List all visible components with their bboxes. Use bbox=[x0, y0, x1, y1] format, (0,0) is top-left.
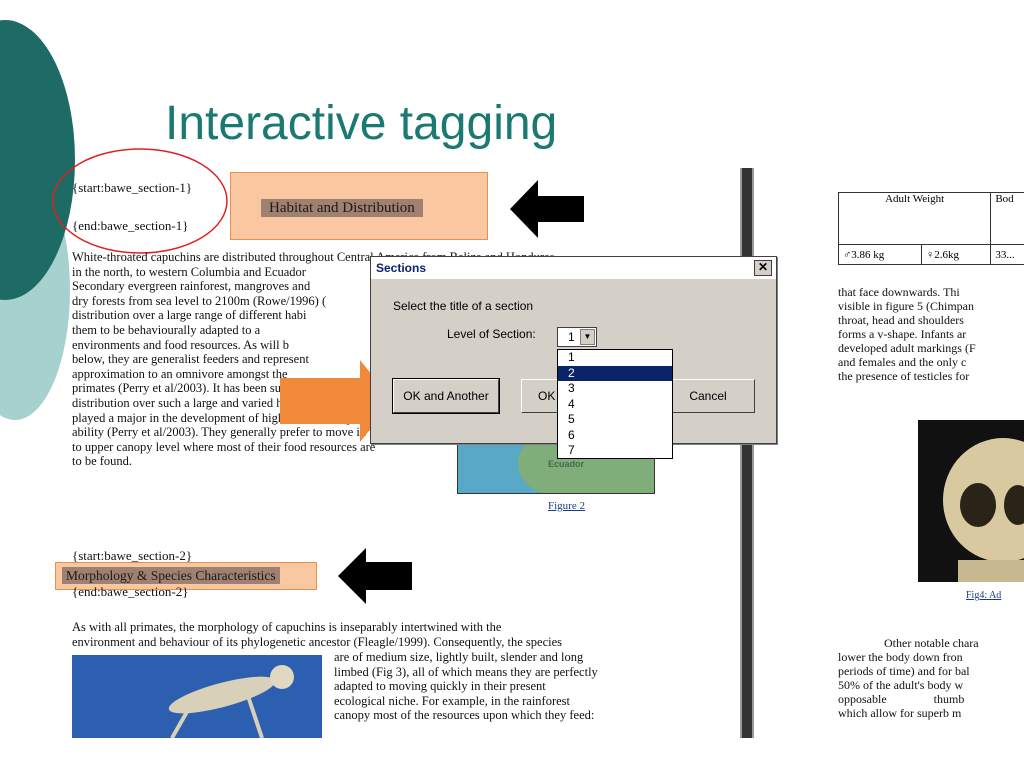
para1-line: below, they are generalist feeders and r… bbox=[72, 352, 309, 367]
dropdown-option-selected[interactable]: 2 bbox=[558, 365, 672, 381]
para2b-line: canopy most of the resources upon which … bbox=[334, 708, 595, 723]
para1-line: ability (Perry et al/2003). They general… bbox=[72, 425, 404, 440]
right-line: which allow for superb m bbox=[838, 706, 962, 720]
para2b-line: ecological niche. For example, in the ra… bbox=[334, 693, 571, 708]
paragraph-1: White-throated capuchins are distributed… bbox=[72, 250, 652, 469]
para1-line: approximation to an omnivore amongst the bbox=[72, 366, 288, 381]
para2-line: environment and behaviour of its phyloge… bbox=[72, 634, 563, 649]
heading-1-highlight: Habitat and Distribution bbox=[230, 172, 488, 240]
para1-line: to upper canopy level where most of thei… bbox=[72, 439, 376, 454]
para1-line: them to be behaviourally adapted to a bbox=[72, 322, 261, 337]
para2b-line: adapted to moving quickly in their prese… bbox=[334, 679, 546, 694]
para1-line: dry forests from sea level to 2100m (Row… bbox=[72, 293, 327, 308]
table-header: Adult Weight bbox=[837, 192, 992, 245]
level-label: Level of Section: bbox=[447, 327, 536, 341]
right-line: and females and the only c bbox=[838, 355, 967, 369]
dropdown-option[interactable]: 6 bbox=[568, 427, 575, 442]
paragraph-2b: are of medium size, lightly built, slend… bbox=[334, 650, 659, 723]
paragraph-2: As with all primates, the morphology of … bbox=[72, 620, 662, 649]
table-cell: ♀2.6kg bbox=[920, 244, 992, 265]
red-circle-annotation bbox=[52, 148, 228, 254]
arrow-left-icon bbox=[510, 180, 584, 238]
right-line: 50% of the adult's body w bbox=[838, 678, 964, 692]
dropdown-option[interactable]: 5 bbox=[568, 412, 575, 426]
para2-line: As with all primates, the morphology of … bbox=[72, 620, 502, 634]
level-dropdown-list[interactable]: 1 2 3 4 5 6 7 bbox=[557, 349, 673, 459]
slide-title: Interactive tagging bbox=[165, 97, 558, 150]
tag-end-section-1: {end:bawe_section-1} bbox=[72, 218, 189, 233]
level-select-value: 1 bbox=[568, 330, 575, 344]
right-line: lower the body down fron bbox=[838, 650, 963, 664]
weight-table: Adult Weight Bod ♂3.86 kg ♀2.6kg 33... bbox=[837, 192, 1024, 265]
dropdown-option[interactable]: 7 bbox=[568, 443, 575, 457]
figure-2-caption: Figure 2 bbox=[548, 500, 585, 512]
dialog-prompt: Select the title of a section bbox=[393, 299, 534, 313]
figure-4-skull-image bbox=[918, 420, 1024, 582]
figure-3-image bbox=[72, 655, 322, 738]
dropdown-option[interactable]: 1 bbox=[568, 350, 575, 364]
right-line: opposable thumb bbox=[838, 692, 965, 706]
para2b-line: limbed (Fig 3), all of which means they … bbox=[334, 664, 598, 679]
heading-2-highlight: Morphology & Species Characteristics bbox=[55, 562, 317, 590]
para1-line: in the north, to western Columbia and Ec… bbox=[72, 264, 306, 279]
dialog-titlebar: Sections ✕ bbox=[371, 257, 776, 279]
para1-line: Secondary evergreen rainforest, mangrove… bbox=[72, 279, 311, 294]
map-label: Ecuador bbox=[548, 459, 585, 469]
tag-start-section-2: {start:bawe_section-2} bbox=[72, 548, 193, 563]
tag-start-section-1: {start:bawe_section-1} bbox=[72, 180, 193, 195]
right-paragraph-2: Other notable chara lower the body down … bbox=[838, 636, 979, 720]
table-header: Bod bbox=[990, 192, 1024, 245]
para1-line: environments and food resources. As will… bbox=[72, 337, 289, 352]
right-line: visible in figure 5 (Chimpan bbox=[838, 299, 974, 313]
right-paragraph-1: that face downwards. Thi visible in figu… bbox=[838, 285, 976, 383]
dropdown-option[interactable]: 4 bbox=[568, 396, 575, 411]
heading-1: Habitat and Distribution bbox=[261, 199, 423, 217]
right-line: the presence of testicles for bbox=[838, 369, 970, 383]
dropdown-option[interactable]: 3 bbox=[568, 381, 575, 395]
tag-end-section-2: {end:bawe_section-2} bbox=[72, 584, 189, 599]
right-line: developed adult markings (F bbox=[838, 341, 976, 355]
close-icon[interactable]: ✕ bbox=[754, 260, 772, 276]
chevron-down-icon[interactable]: ▼ bbox=[580, 329, 595, 345]
slide-decoration bbox=[0, 20, 75, 420]
para1-line: to be found. bbox=[72, 454, 133, 469]
page-separator bbox=[740, 168, 754, 738]
right-line: periods of time) and for bal bbox=[838, 664, 970, 678]
skeleton-illustration bbox=[168, 665, 294, 738]
right-line: throat, head and shoulders bbox=[838, 313, 964, 327]
dialog-title: Sections bbox=[376, 261, 427, 275]
para1-line: distribution over such a large and varie… bbox=[72, 395, 298, 410]
skull-illustration bbox=[943, 438, 1024, 582]
table-cell: 33... bbox=[990, 244, 1024, 265]
figure-4-caption: Fig4: Ad bbox=[966, 590, 1002, 601]
para1-line: distribution over a large range of diffe… bbox=[72, 308, 307, 323]
heading-2: Morphology & Species Characteristics bbox=[62, 567, 280, 584]
para2b-line: are of medium size, lightly built, slend… bbox=[334, 650, 584, 664]
right-line: that face downwards. Thi bbox=[838, 285, 960, 299]
right-line: Other notable chara bbox=[884, 636, 979, 650]
ok-and-another-button[interactable]: OK and Another bbox=[392, 378, 500, 414]
arrow-right-icon bbox=[280, 360, 393, 442]
arrow-left-icon bbox=[338, 548, 412, 604]
table-cell: ♂3.86 kg bbox=[838, 244, 922, 265]
para1-line: primates (Perry et al/2003). It has been… bbox=[72, 381, 320, 396]
cancel-button[interactable]: Cancel bbox=[661, 379, 755, 413]
level-select[interactable]: 1 ▼ bbox=[557, 327, 597, 347]
right-line: forms a v-shape. Infants ar bbox=[838, 327, 967, 341]
